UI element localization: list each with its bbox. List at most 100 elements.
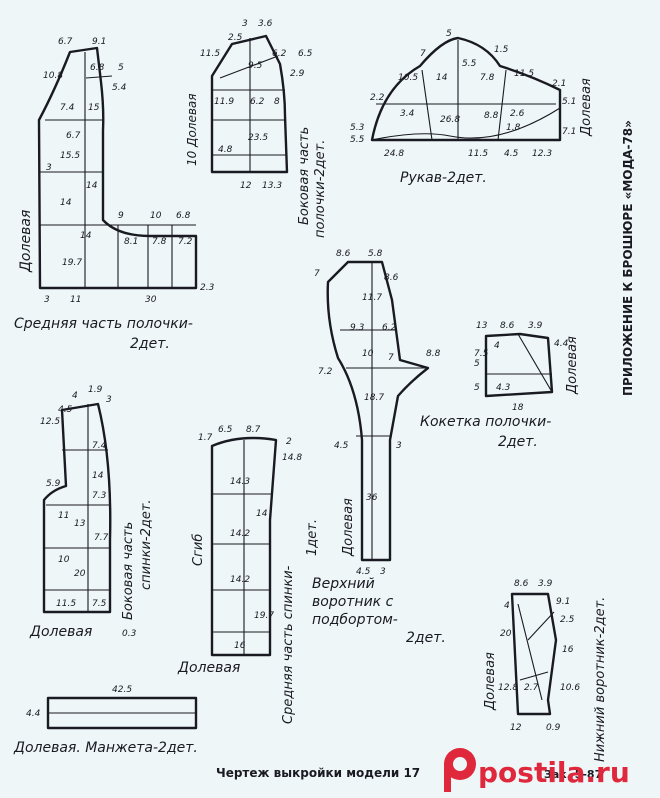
dim: 2.6 <box>510 109 525 119</box>
dim: 4.5 <box>504 149 519 159</box>
dim: 7.5 <box>92 599 107 609</box>
dim: 11.5 <box>200 49 220 59</box>
dim: 4 <box>72 391 78 401</box>
dim: 14 <box>80 231 92 241</box>
watermark-text: postila.ru <box>478 756 630 789</box>
dim: 7.8 <box>480 73 495 83</box>
dim: 15 <box>88 103 100 113</box>
dim: 9.1 <box>92 37 106 47</box>
dim: 6.7 <box>58 37 73 47</box>
piece-caption: 2дет. <box>498 434 538 450</box>
dim: 7.4 <box>92 441 107 451</box>
dim: 11.7 <box>362 293 382 303</box>
grain-label: Долевая <box>341 498 356 557</box>
dim: 6.5 <box>298 49 313 59</box>
piece-caption: 2дет. <box>406 630 446 646</box>
dim: 10.8 <box>43 71 63 81</box>
dim: 6.2 <box>272 49 287 59</box>
dim: 4.5 <box>356 567 371 577</box>
dim: 9 <box>118 211 124 221</box>
dim: 1.5 <box>494 45 509 55</box>
piece-caption: 1дет. <box>305 519 320 556</box>
dim: 5 <box>446 29 452 39</box>
dim: 6.2 <box>250 97 265 107</box>
dim: 11.5 <box>468 149 488 159</box>
piece-caption: подбортом- <box>312 612 398 628</box>
dim: 3.9 <box>528 321 543 331</box>
piece-lower-collar: 8.6 3.9 4 9.1 2.5 20 16 2.7 12.8 10.6 12… <box>483 579 608 762</box>
dim: 5 <box>474 359 480 369</box>
dim: 11 <box>70 295 81 305</box>
dim: 13.3 <box>262 181 282 191</box>
dim: 3.9 <box>538 579 553 589</box>
dim: 14.3 <box>230 477 250 487</box>
dim: 0.3 <box>122 629 137 639</box>
dim: 11.5 <box>514 69 534 79</box>
dim: 7.8 <box>152 237 167 247</box>
dim: 1.8 <box>506 123 521 133</box>
dim: 7.1 <box>562 127 576 137</box>
dim: 7 <box>314 269 320 279</box>
dim: 5.5 <box>350 135 365 145</box>
dim: 12.3 <box>532 149 552 159</box>
dim: 14 <box>92 471 104 481</box>
dim: 3 <box>380 567 386 577</box>
dim: 2.9 <box>290 69 305 79</box>
dim: 8.1 <box>124 237 138 247</box>
dim: 6.5 <box>218 425 233 435</box>
grain-label: Долевая <box>18 210 34 273</box>
dim: 4.4 <box>554 339 569 349</box>
dim: 12.5 <box>40 417 60 427</box>
dim: 14 <box>436 73 448 83</box>
dim: 2.3 <box>200 283 215 293</box>
dim: 9.5 <box>248 61 263 71</box>
dim: 3 <box>242 19 248 29</box>
dim: 10.5 <box>398 73 418 83</box>
piece-caption: Долевая. Манжета-2дет. <box>13 740 198 756</box>
dim: 3 <box>396 441 402 451</box>
dim: 8 <box>274 97 280 107</box>
piece-caption: 2дет. <box>130 336 170 352</box>
dim: 7 <box>388 353 394 363</box>
dim: 9.3 <box>350 323 365 333</box>
piece-cuff: 4.4 42.5 Долевая. Манжета-2дет. <box>13 685 198 756</box>
grain-label: Долевая <box>565 336 580 395</box>
dim: 2.7 <box>524 683 539 693</box>
dim: 14 <box>256 509 268 519</box>
dim: 20 <box>74 569 86 579</box>
dim: 7 <box>420 49 426 59</box>
dim: 16 <box>562 645 574 655</box>
piece-upper-collar: 8.6 5.8 7 8.6 11.7 9.3 6.2 10 7 8.8 7.2 … <box>312 249 446 646</box>
dim: 3.6 <box>258 19 273 29</box>
dim: 8.6 <box>514 579 529 589</box>
dim: 10 <box>362 349 374 359</box>
piece-caption: Верхний <box>312 576 375 592</box>
dim: 11.9 <box>214 97 234 107</box>
piece-back-side: 4 1.9 12.5 4.5 3 7.4 14 5.9 7.3 11 13 7.… <box>29 385 154 640</box>
dim: 14.8 <box>282 453 302 463</box>
piece-back-middle: 1.7 6.5 8.7 14.8 2 14.3 14 14.2 14.2 19.… <box>177 425 320 724</box>
piece-caption: Боковая часть <box>121 522 136 620</box>
dim: 5.5 <box>462 59 477 69</box>
dim: 2.1 <box>552 79 566 89</box>
dim: 18 <box>512 403 524 413</box>
dim: 2.2 <box>370 93 385 103</box>
dim: 5.4 <box>112 83 127 93</box>
dim: 4.3 <box>496 383 511 393</box>
fold-label: Сгиб <box>191 534 206 566</box>
piece-caption: Нижний воротник-2дет. <box>593 597 608 762</box>
dim: 10 <box>150 211 162 221</box>
dim: 4 <box>494 341 500 351</box>
dim: 13 <box>476 321 488 331</box>
dim: 7.3 <box>92 491 107 501</box>
footer-title: Чертеж выкройки модели 17 <box>216 766 420 780</box>
dim: 20 <box>500 629 512 639</box>
dim: 0.9 <box>546 723 561 733</box>
dim: 6.2 <box>382 323 397 333</box>
dim: 16 <box>234 641 246 651</box>
dim: 7.2 <box>318 367 333 377</box>
dim: 4.5 <box>58 405 73 415</box>
dim: 15.5 <box>60 151 80 161</box>
dim: 11.5 <box>56 599 76 609</box>
